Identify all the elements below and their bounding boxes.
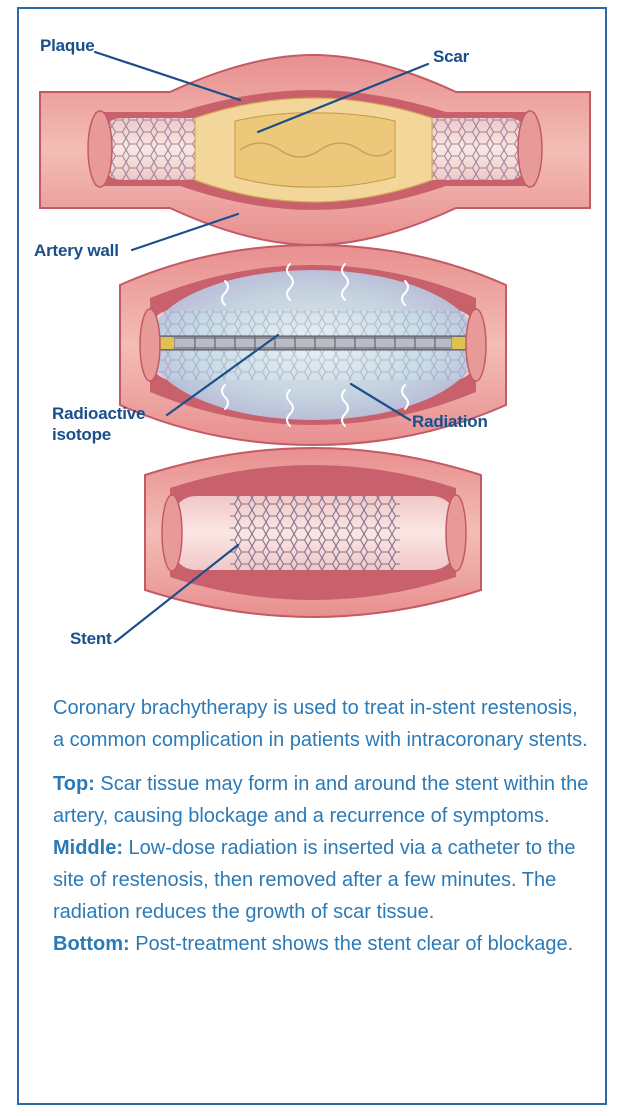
caption: Coronary brachytherapy is used to treat … <box>53 692 593 960</box>
caption-bottom: Bottom: Post-treatment shows the stent c… <box>53 928 593 960</box>
caption-top-text: Scar tissue may form in and around the s… <box>53 773 588 827</box>
label-plaque: Plaque <box>40 35 95 56</box>
label-radioactive-line2: isotope <box>52 424 145 445</box>
top-artery <box>40 55 590 245</box>
caption-middle: Middle: Low-dose radiation is inserted v… <box>53 832 593 928</box>
caption-bottom-heading: Bottom: <box>53 933 130 955</box>
label-artery-wall: Artery wall <box>34 240 119 261</box>
artery-wall-leader <box>132 214 238 250</box>
label-radiation: Radiation <box>412 411 488 432</box>
label-radioactive-isotope: Radioactive isotope <box>52 403 145 446</box>
bottom-artery <box>145 448 481 617</box>
label-scar: Scar <box>433 46 469 67</box>
caption-top-heading: Top: <box>53 773 95 795</box>
label-radioactive-line1: Radioactive <box>52 403 145 424</box>
caption-top: Top: Scar tissue may form in and around … <box>53 768 593 832</box>
caption-middle-text: Low-dose radiation is inserted via a cat… <box>53 837 575 923</box>
caption-middle-heading: Middle: <box>53 837 123 859</box>
brachytherapy-illustration <box>0 0 627 665</box>
caption-bottom-text: Post-treatment shows the stent clear of … <box>130 933 574 955</box>
caption-intro: Coronary brachytherapy is used to treat … <box>53 692 593 756</box>
label-stent: Stent <box>70 628 112 649</box>
